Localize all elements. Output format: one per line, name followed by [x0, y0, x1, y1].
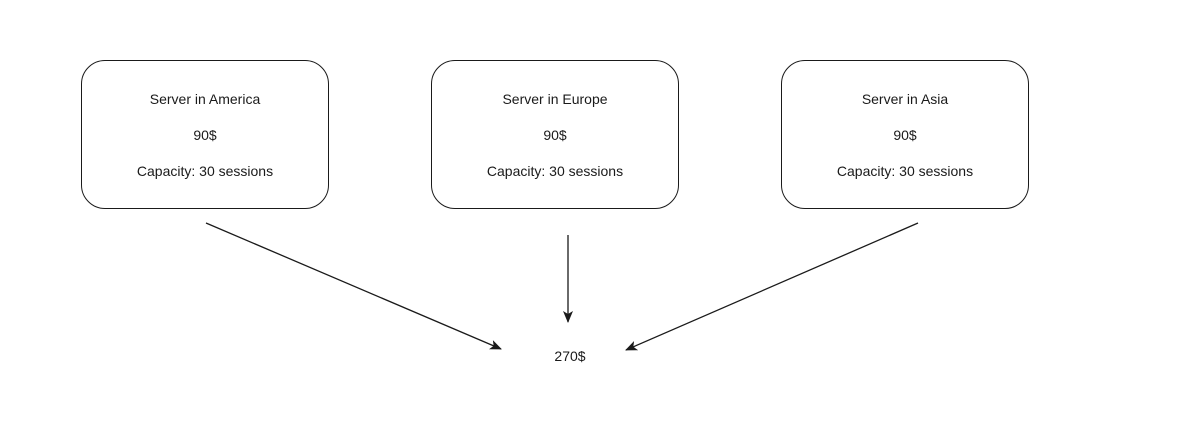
server-price: 90$ — [893, 127, 917, 143]
server-capacity: Capacity: 30 sessions — [136, 163, 274, 179]
server-capacity: Capacity: 30 sessions — [836, 163, 974, 179]
total-cost-label: 270$ — [554, 348, 586, 364]
server-capacity: Capacity: 30 sessions — [486, 163, 624, 179]
arrow-asia-to-total — [625, 222, 919, 351]
server-name: Server in Asia — [861, 91, 949, 107]
server-name: Server in Europe — [502, 91, 608, 107]
server-europe-box: Server in Europe 90$ Capacity: 30 sessio… — [431, 60, 679, 209]
server-asia-box: Server in Asia 90$ Capacity: 30 sessions — [781, 60, 1029, 209]
server-name: Server in America — [149, 91, 261, 107]
server-price: 90$ — [543, 127, 567, 143]
server-price: 90$ — [193, 127, 217, 143]
arrow-america-to-total — [205, 222, 502, 350]
server-america-box: Server in America 90$ Capacity: 30 sessi… — [81, 60, 329, 209]
